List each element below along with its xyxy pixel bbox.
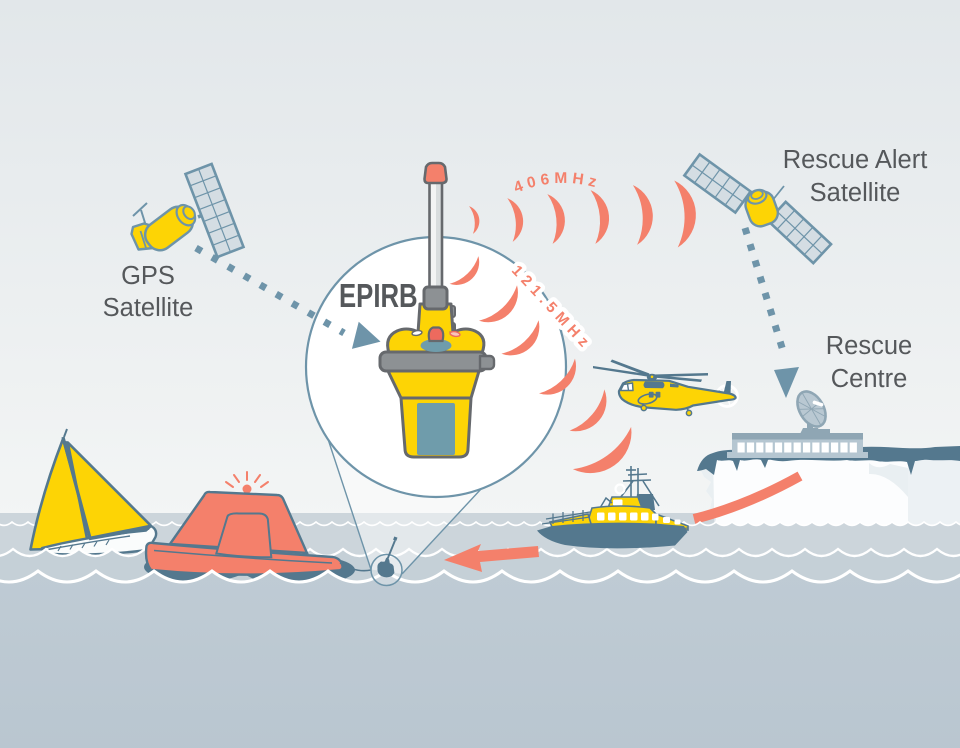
svg-text:GPS: GPS: [121, 262, 175, 290]
svg-text:Centre: Centre: [831, 365, 908, 393]
svg-text:Rescue: Rescue: [826, 332, 912, 360]
svg-text:Satellite: Satellite: [810, 179, 901, 207]
svg-text:Satellite: Satellite: [103, 294, 194, 322]
svg-text:EPIRB: EPIRB: [339, 278, 418, 315]
svg-text:Rescue Alert: Rescue Alert: [783, 146, 928, 174]
